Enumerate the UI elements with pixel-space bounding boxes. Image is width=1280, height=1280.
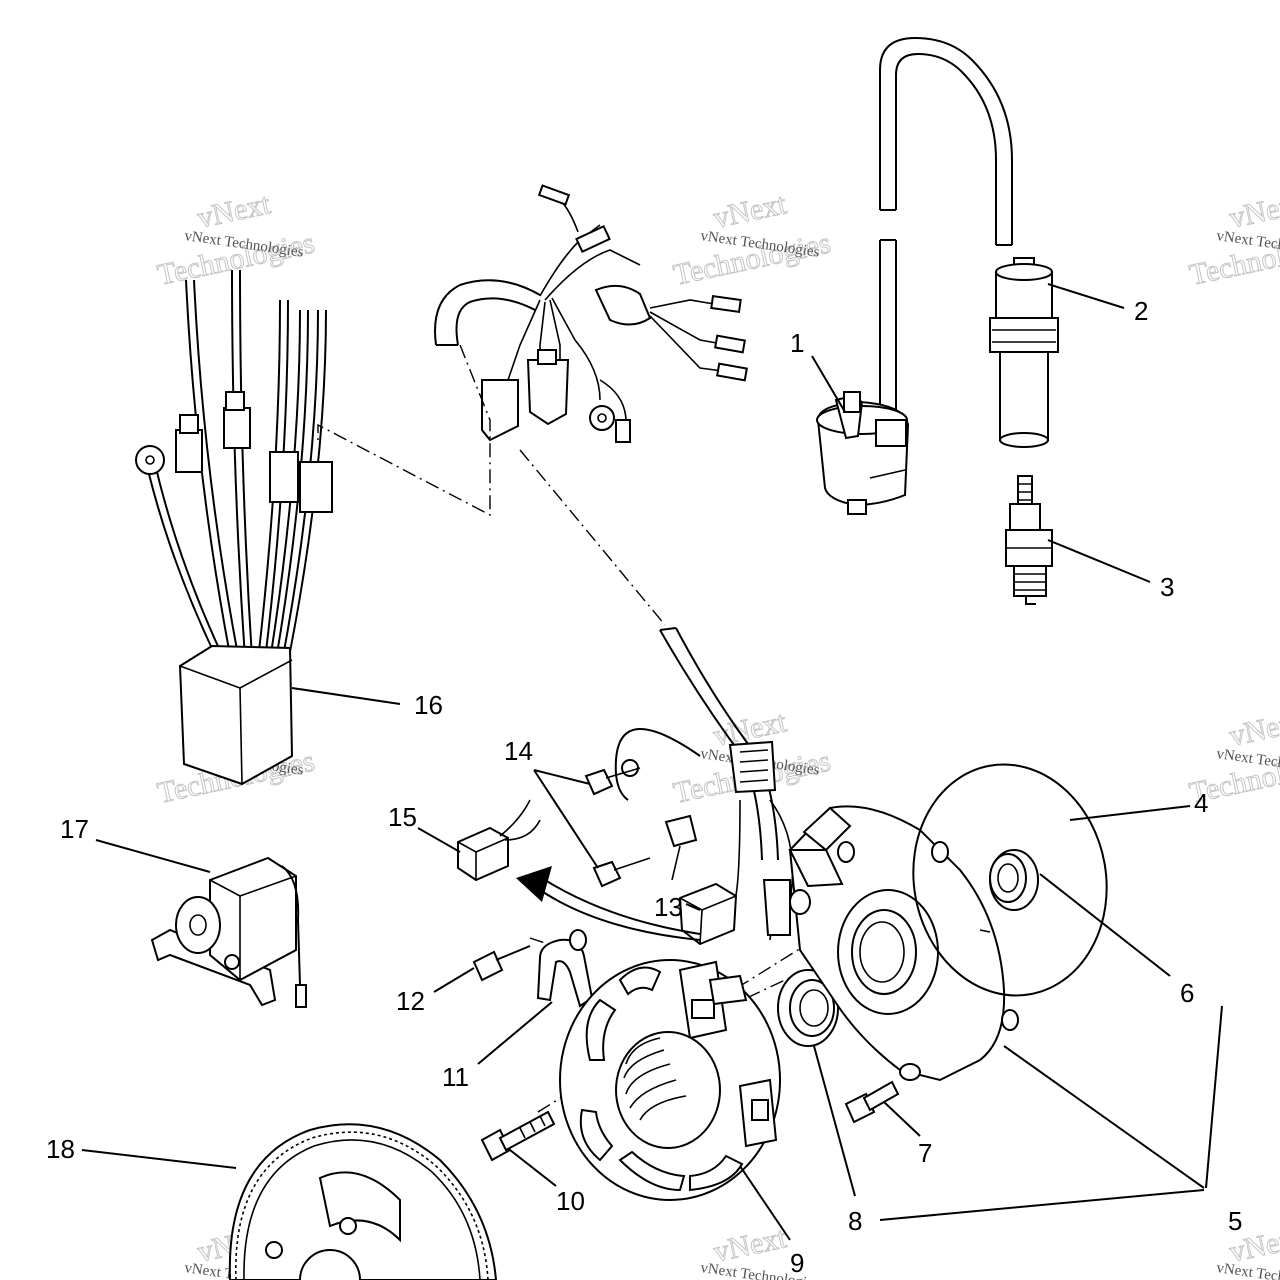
leader-17 [95, 839, 211, 873]
stator-housing [788, 805, 1019, 1082]
spark-plug-cap [989, 257, 1059, 448]
leader-9 [739, 1165, 791, 1241]
callout-1: 1 [790, 328, 804, 358]
svg-text:vNext: vNext [1227, 705, 1280, 753]
flywheel [228, 1123, 498, 1280]
leader-3 [1047, 539, 1151, 583]
callout-labels: 1 2 3 4 5 6 7 8 9 10 11 12 13 14 15 16 1… [46, 296, 1242, 1278]
direction-arrow [516, 866, 701, 941]
callout-4: 4 [1194, 788, 1208, 818]
stator [559, 959, 781, 1201]
callout-6: 6 [1180, 978, 1194, 1008]
wiring-harness [434, 184, 748, 443]
watermark-9: vNext vNext Technologies [1215, 1221, 1280, 1280]
ignition-coil [816, 391, 910, 515]
callout-16: 16 [414, 690, 443, 720]
spark-plug [1005, 475, 1053, 605]
callout-8: 8 [848, 1206, 862, 1236]
callout-11: 11 [442, 1062, 469, 1092]
leader-2 [1047, 283, 1125, 309]
leader-1 [811, 355, 846, 413]
svg-text:vNext: vNext [1227, 187, 1280, 235]
svg-text:vNext: vNext [711, 1221, 790, 1269]
leader-14 [533, 769, 599, 869]
callout-3: 3 [1160, 572, 1174, 602]
callout-12: 12 [396, 986, 425, 1016]
callout-18: 18 [46, 1134, 75, 1164]
leader-6 [1039, 873, 1171, 977]
leader-11 [477, 1001, 553, 1065]
watermark-1: vNext Technologies vNext Technologies [154, 187, 318, 293]
leader-5 [1003, 1005, 1223, 1189]
leader-7 [883, 1101, 921, 1137]
leader-4 [1069, 805, 1191, 821]
oil-seal [777, 969, 839, 1047]
o-ring [912, 763, 1108, 997]
stator-harness [614, 627, 794, 941]
leader-lines [81, 283, 1223, 1241]
callout-5: 5 [1228, 1206, 1242, 1236]
clamp-screw [472, 945, 531, 982]
leader-16 [291, 687, 401, 705]
wire-clamp [536, 929, 594, 1008]
pulser-coil [457, 799, 541, 882]
cdi-box [135, 269, 333, 786]
stator-bolt [480, 1110, 556, 1162]
callout-13: 13 [654, 892, 683, 922]
starter-solenoid [150, 856, 307, 1008]
svg-text:vNext: vNext [711, 187, 790, 235]
leader-10 [509, 1149, 557, 1187]
leader-12 [433, 967, 475, 993]
plate-bolt [844, 1080, 900, 1124]
screws-14 [584, 767, 651, 888]
ht-lead [879, 36, 1013, 420]
watermark-3: vNext Technologies vNext Technologies [1186, 187, 1280, 293]
callout-14: 14 [504, 736, 533, 766]
bearing [989, 849, 1039, 911]
leader-15 [417, 827, 461, 853]
callout-10: 10 [556, 1186, 585, 1216]
leader-8 [813, 1045, 1205, 1221]
watermark-2: vNext Technologies vNext Technologies [670, 187, 834, 293]
callout-7: 7 [918, 1138, 932, 1168]
pulser-coil-2 [664, 814, 738, 946]
callout-17: 17 [60, 814, 89, 844]
leader-13 [685, 903, 701, 911]
callout-15: 15 [388, 802, 417, 832]
callout-2: 2 [1134, 296, 1148, 326]
callout-9: 9 [790, 1248, 804, 1278]
leader-18 [81, 1149, 237, 1169]
svg-text:vNext: vNext [195, 187, 274, 235]
